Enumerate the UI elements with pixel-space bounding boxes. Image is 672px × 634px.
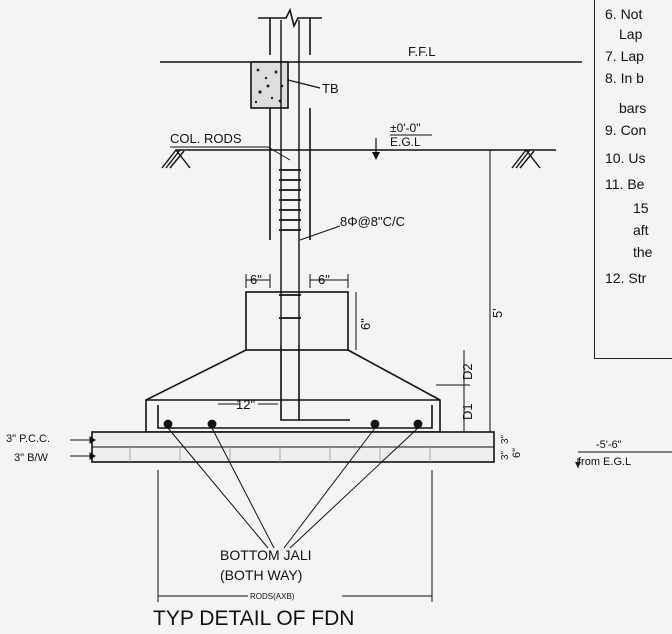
footing-rod-dots bbox=[163, 419, 423, 429]
pcc-base bbox=[91, 431, 495, 463]
rods-axb-dimension bbox=[157, 470, 433, 602]
note-line: bars bbox=[619, 100, 647, 116]
bw-label: 3" B/W bbox=[14, 452, 48, 464]
ground-symbol-right bbox=[511, 148, 541, 169]
pedestal bbox=[245, 274, 357, 351]
notes-panel: 6. Not Lap 7. Lap 8. In b bars 9. Con 10… bbox=[594, 0, 672, 359]
note-line: 10. Us bbox=[605, 150, 646, 166]
note-line: 7. Lap bbox=[605, 48, 644, 64]
bottom-jali-label: BOTTOM JALI bbox=[220, 547, 312, 563]
egl-label: E.G.L bbox=[390, 135, 421, 149]
egl-level-label: ±0'-0" bbox=[390, 121, 420, 135]
col-rods-callout: COL. RODS bbox=[170, 131, 291, 161]
column-top bbox=[258, 7, 322, 55]
note-line: 8. In b bbox=[605, 70, 644, 86]
stirrups-callout: 8Φ@8"C/C bbox=[299, 214, 405, 241]
note-line: 12. Str bbox=[605, 270, 647, 286]
bottom-level-label: -5'-6" bbox=[596, 439, 622, 451]
pedestal-right-offset-label: 6" bbox=[318, 272, 330, 287]
footing-reinforcement bbox=[157, 345, 433, 429]
rods-axb-label: RODS(AXB) bbox=[250, 592, 295, 601]
note-line: 11. Be bbox=[605, 176, 645, 192]
dim-3-label: 3" bbox=[500, 450, 511, 460]
from-egl-label: from E.G.L bbox=[578, 456, 631, 468]
note-line: 15 bbox=[633, 200, 649, 216]
tb-label: TB bbox=[322, 81, 339, 96]
ffl-label: F.F.L bbox=[408, 44, 435, 59]
note-line: the bbox=[633, 244, 653, 260]
column-shaft bbox=[269, 20, 311, 345]
lap-12-label: 12" bbox=[236, 397, 255, 412]
dim-6-label: 6" bbox=[511, 448, 523, 458]
dim-3b-label: 3" bbox=[500, 434, 511, 444]
diagram-title: TYP DETAIL OF FDN bbox=[153, 607, 354, 630]
pedestal-height-label: 6" bbox=[358, 318, 373, 330]
stirrups-label: 8Φ@8"C/C bbox=[340, 214, 405, 229]
egl-line: ±0'-0" E.G.L bbox=[176, 121, 556, 160]
bottom-jali-both-way-label: (BOTH WAY) bbox=[220, 567, 302, 583]
pcc-arrows bbox=[70, 436, 96, 460]
depth-dimensions bbox=[436, 150, 491, 433]
note-line: 9. Con bbox=[605, 122, 647, 138]
note-line: aft bbox=[633, 222, 649, 238]
bottom-jali-leaders bbox=[167, 427, 419, 549]
depth-5ft-label: 5' bbox=[490, 308, 505, 318]
ground-symbol-left bbox=[161, 148, 191, 169]
ffl-line: F.F.L bbox=[160, 44, 582, 63]
note-line: Lap bbox=[619, 26, 643, 42]
lap-dimension: 12" bbox=[218, 397, 278, 412]
pcc-label: 3" P.C.C. bbox=[6, 433, 50, 445]
column-stirrups bbox=[279, 169, 301, 319]
col-rods-label: COL. RODS bbox=[170, 131, 242, 146]
tie-beam: TB bbox=[250, 61, 339, 109]
d2-label: D2 bbox=[460, 363, 475, 380]
bottom-level: -5'-6" from E.G.L bbox=[575, 439, 672, 468]
pedestal-left-offset-label: 6" bbox=[250, 272, 262, 287]
d1-label: D1 bbox=[460, 403, 475, 420]
note-line: 6. Not bbox=[605, 6, 643, 22]
